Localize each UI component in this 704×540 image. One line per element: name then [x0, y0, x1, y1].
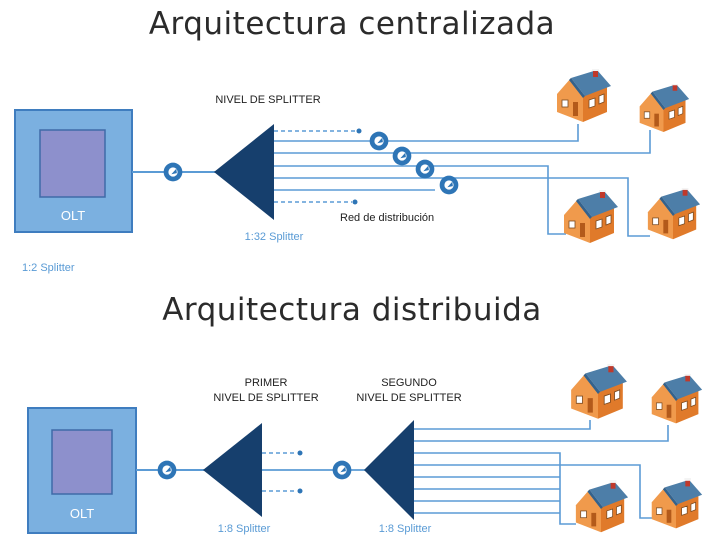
house-icon [651, 478, 703, 529]
house-icon [639, 84, 690, 133]
output-dot [356, 128, 362, 134]
first-level-label-line2: NIVEL DE SPLITTER [213, 392, 318, 404]
output-dot [352, 199, 358, 205]
first-splitter-label: 1:8 Splitter [218, 523, 271, 535]
distribution-fiber [274, 165, 566, 235]
house-icon [575, 480, 629, 533]
olt-inner-panel [39, 129, 106, 198]
house-icon [647, 188, 701, 240]
fiber-connector [415, 159, 435, 179]
house-icon [570, 364, 628, 420]
output-dot [297, 488, 303, 494]
fiber-connector [392, 146, 412, 166]
splitter-32 [214, 124, 274, 220]
splitter-level-label: NIVEL DE SPLITTER [215, 94, 320, 106]
feeder-connector [157, 460, 177, 480]
house-icon [651, 374, 703, 424]
olt-label: OLT [70, 506, 94, 521]
splitter-32-label: 1:32 Splitter [245, 231, 304, 243]
feeder-connector [163, 162, 183, 182]
second-level-label-line2: NIVEL DE SPLITTER [356, 392, 461, 404]
olt-label: OLT [61, 208, 85, 223]
house-icon [563, 190, 619, 244]
distribution-fiber [414, 425, 669, 442]
fiber-connector [369, 131, 389, 151]
distribution-network-label: Red de distribución [340, 212, 434, 224]
second-level-label-line1: SEGUNDO [381, 377, 437, 389]
second-splitter-label: 1:8 Splitter [379, 523, 432, 535]
distributed-title: Arquitectura distribuida [162, 292, 542, 328]
distribution-fiber [414, 420, 591, 430]
second-splitter [364, 420, 414, 520]
fiber-connector [439, 175, 459, 195]
centralized-section: OLT 1:2 Splitter NIVEL DE SPLITTER 1:32 … [14, 69, 701, 274]
inter-splitter-connector [332, 460, 352, 480]
olt-inner-panel [51, 429, 113, 495]
ratio-label: 1:2 Splitter [22, 262, 75, 274]
distribution-fiber [414, 464, 656, 519]
distribution-fiber [274, 124, 579, 142]
centralized-title: Arquitectura centralizada [148, 6, 556, 42]
house-icon [556, 69, 612, 123]
first-level-label-line1: PRIMER [245, 377, 288, 389]
distributed-section: OLT PRIMER NIVEL DE SPLITTER 1:8 Splitte… [27, 364, 703, 535]
output-dot [297, 450, 303, 456]
first-splitter [203, 423, 262, 517]
